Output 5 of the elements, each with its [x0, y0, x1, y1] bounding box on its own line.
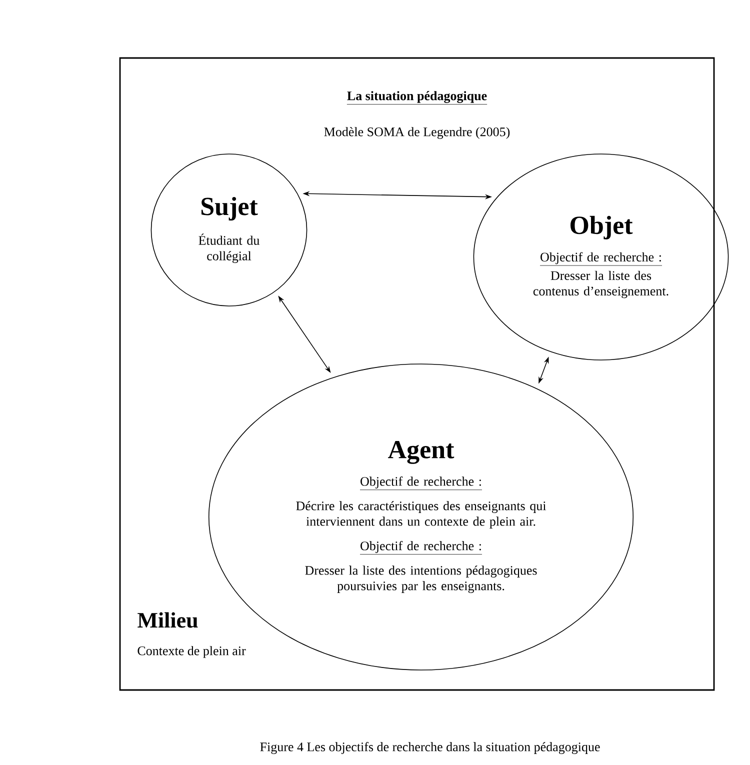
subtitle: Modèle SOMA de Legendre (2005) — [324, 127, 510, 139]
caption: Figure 4 Les objectifs de recherche dans la situation pédagogique — [260, 742, 600, 754]
ellipse-node: Objet Objectif de recherche : Dresser la liste des contenus d’enseignement. — [473, 154, 729, 360]
ellipse-node: Sujet Étudiant du collégial — [150, 154, 308, 306]
title: La situation pédagogique — [346, 91, 488, 105]
